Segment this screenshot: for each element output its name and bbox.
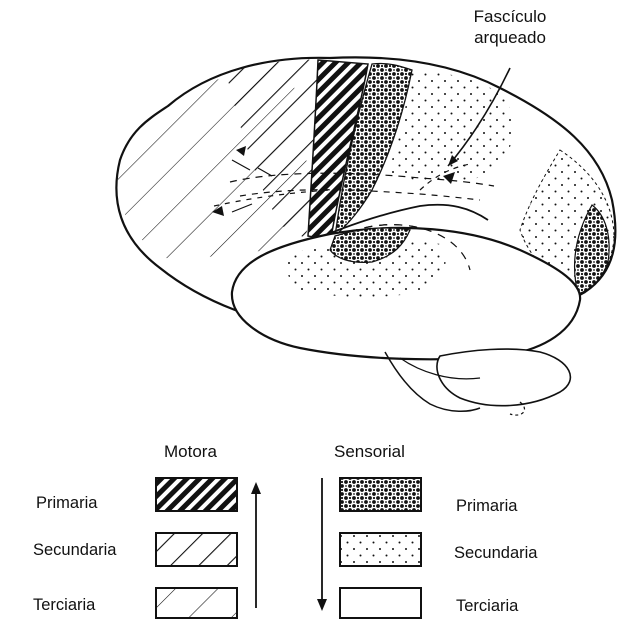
annotation-line-1: Fascículo: [440, 6, 580, 27]
legend-sensory-row-3: Terciaria: [456, 597, 518, 616]
legend-sensory-title: Sensorial: [334, 442, 405, 462]
motor-up-arrow: [251, 482, 261, 608]
swatch-sensory-primary: [340, 478, 421, 511]
legend-sensory-row-1: Primaria: [456, 497, 517, 516]
sensory-down-arrow: [317, 478, 327, 611]
swatch-motor-secondary: [156, 533, 237, 566]
swatch-motor-primary: [156, 478, 237, 511]
swatch-sensory-secondary: [340, 533, 421, 566]
legend-motor-row-3: Terciaria: [33, 596, 95, 615]
arcuate-fasciculus-label: Fascículo arqueado: [440, 6, 580, 48]
annotation-line-2: arqueado: [440, 27, 580, 48]
legend-motor-row-2: Secundaria: [33, 541, 116, 560]
legend-motor-row-1: Primaria: [36, 494, 97, 513]
swatch-sensory-tertiary: [340, 588, 421, 618]
legend-sensory-row-2: Secundaria: [454, 544, 537, 563]
legend-motor-title: Motora: [164, 442, 217, 462]
swatch-motor-tertiary: [156, 588, 237, 618]
